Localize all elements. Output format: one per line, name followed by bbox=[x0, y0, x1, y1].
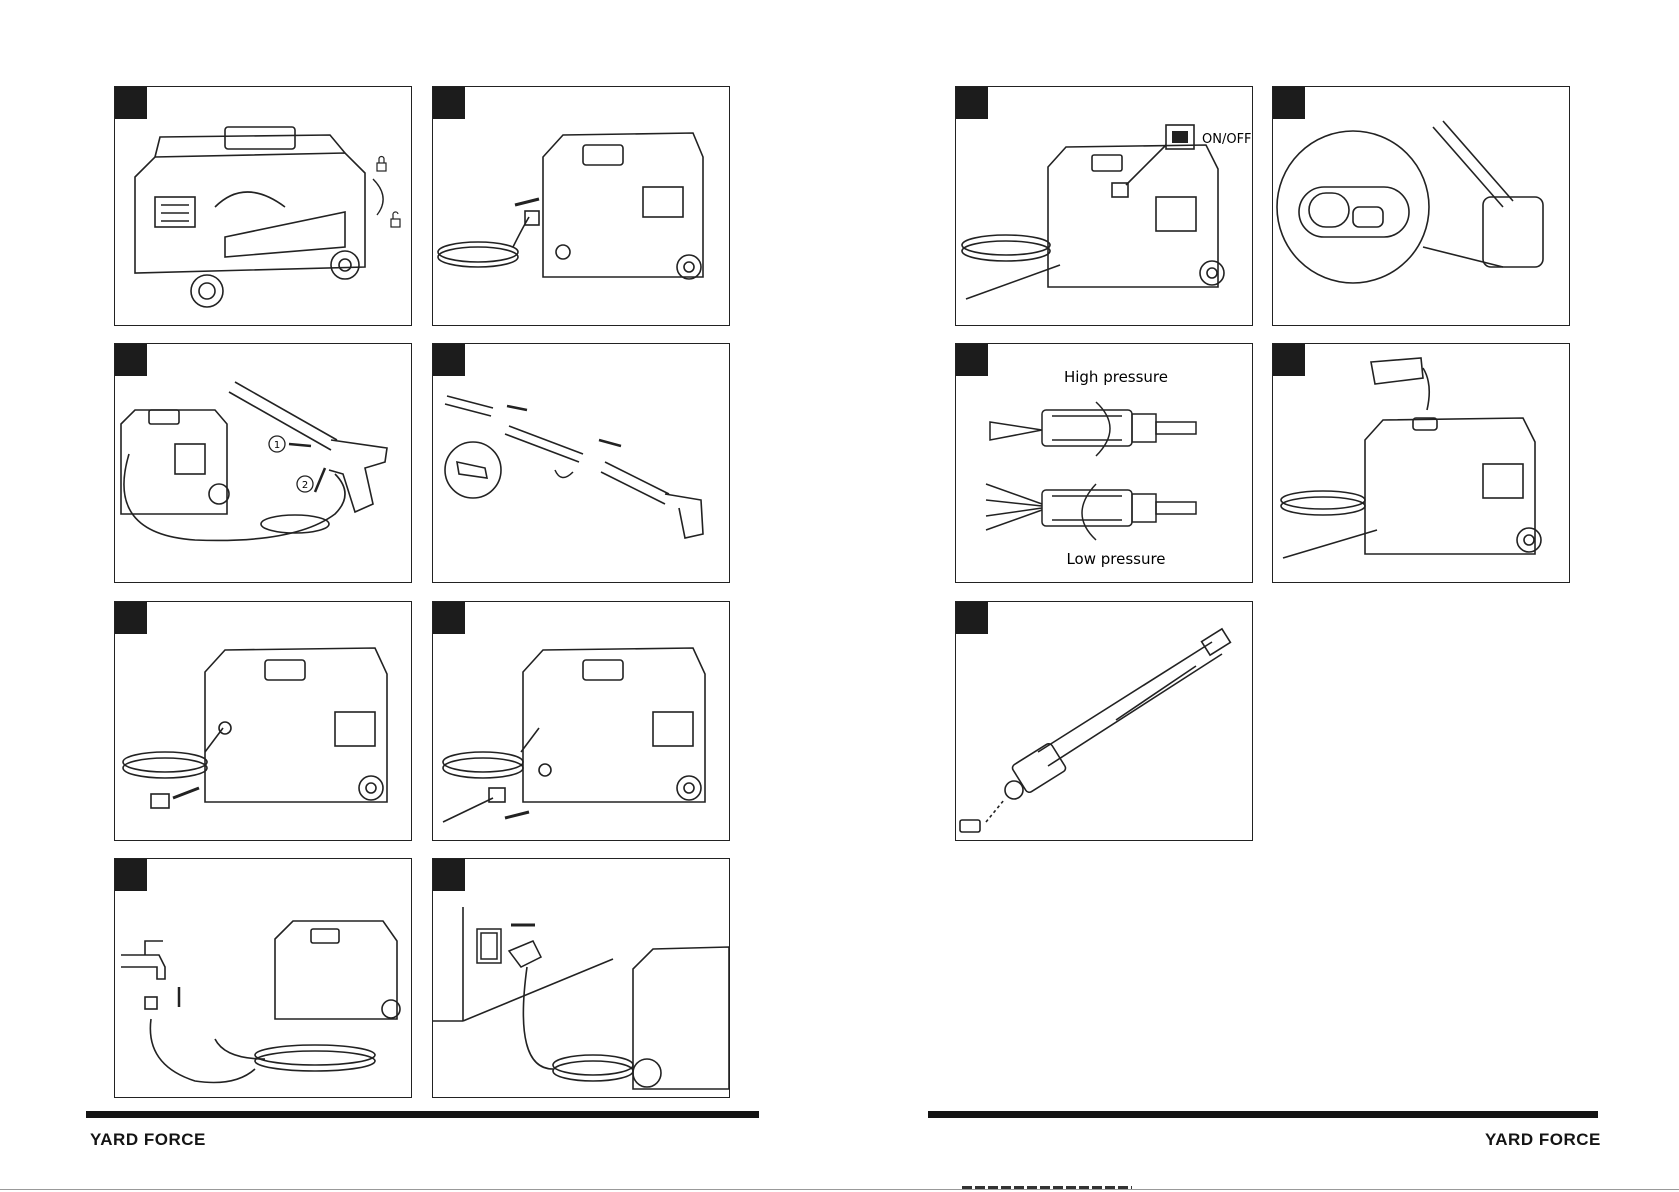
push-arrow-icon bbox=[315, 468, 325, 492]
push-arrow-icon bbox=[289, 444, 311, 446]
power-socket-icon bbox=[477, 929, 501, 963]
rotate-arrow-icon bbox=[373, 179, 383, 215]
brand-logo-left: YARD FORCE bbox=[90, 1130, 206, 1150]
panel-left-3: 1 2 bbox=[114, 343, 412, 583]
push-arrow-icon bbox=[507, 406, 527, 410]
illustration-detergent-fill bbox=[1273, 344, 1569, 582]
power-switch-icon bbox=[1172, 131, 1188, 143]
footer-rule-left bbox=[86, 1111, 759, 1118]
illustration-hose-connector bbox=[433, 602, 729, 840]
illustration-lance-detail bbox=[956, 602, 1252, 840]
panel-left-2 bbox=[432, 86, 730, 326]
lock-open-icon bbox=[391, 212, 400, 227]
on-off-label: ON/OFF bbox=[1202, 132, 1252, 147]
page-edge-text-fragment bbox=[962, 1186, 1132, 1189]
panel-right-2 bbox=[1272, 86, 1570, 326]
push-arrow-icon bbox=[599, 440, 621, 446]
spray-fan-icon bbox=[986, 484, 1042, 530]
low-pressure-label: Low pressure bbox=[1066, 550, 1165, 568]
illustration-inlet-connector bbox=[115, 602, 411, 840]
illustration-on-off-switch: ON/OFF bbox=[956, 87, 1252, 325]
panel-right-3: High pressure Low pressure bbox=[955, 343, 1253, 583]
panel-left-1 bbox=[114, 86, 412, 326]
panel-left-7 bbox=[114, 858, 412, 1098]
panel-left-6 bbox=[432, 601, 730, 841]
push-arrow-icon bbox=[173, 788, 199, 798]
page-edge-rule bbox=[0, 1189, 1679, 1190]
illustration-tap-connection bbox=[115, 859, 411, 1097]
step-number-2: 2 bbox=[302, 480, 308, 491]
push-arrow-icon bbox=[515, 199, 539, 205]
illustration-plug-in bbox=[433, 859, 729, 1097]
panel-right-1: ON/OFF bbox=[955, 86, 1253, 326]
lock-closed-icon bbox=[377, 157, 386, 172]
high-pressure-label: High pressure bbox=[1064, 368, 1168, 386]
push-arrow-icon bbox=[505, 812, 529, 818]
panel-left-8 bbox=[432, 858, 730, 1098]
step-number-1: 1 bbox=[274, 440, 280, 451]
illustration-machine-open bbox=[115, 87, 411, 325]
panel-left-4 bbox=[432, 343, 730, 583]
rotate-arrow-icon bbox=[1082, 484, 1096, 540]
illustration-pressure-nozzle: High pressure Low pressure bbox=[956, 344, 1252, 582]
panel-right-5 bbox=[955, 601, 1253, 841]
spray-jet-icon bbox=[990, 422, 1042, 440]
footer-rule-right bbox=[928, 1111, 1598, 1118]
brand-logo-right: YARD FORCE bbox=[1485, 1130, 1601, 1150]
illustration-lance-assembly bbox=[433, 344, 729, 582]
illustration-gun-assembly: 1 2 bbox=[115, 344, 411, 582]
panel-left-5 bbox=[114, 601, 412, 841]
illustration-hose-connect bbox=[433, 87, 729, 325]
panel-right-4 bbox=[1272, 343, 1570, 583]
water-tap-icon bbox=[121, 941, 165, 1009]
illustration-zoom-detail bbox=[1273, 87, 1569, 325]
rotate-arrow-icon bbox=[555, 470, 573, 478]
